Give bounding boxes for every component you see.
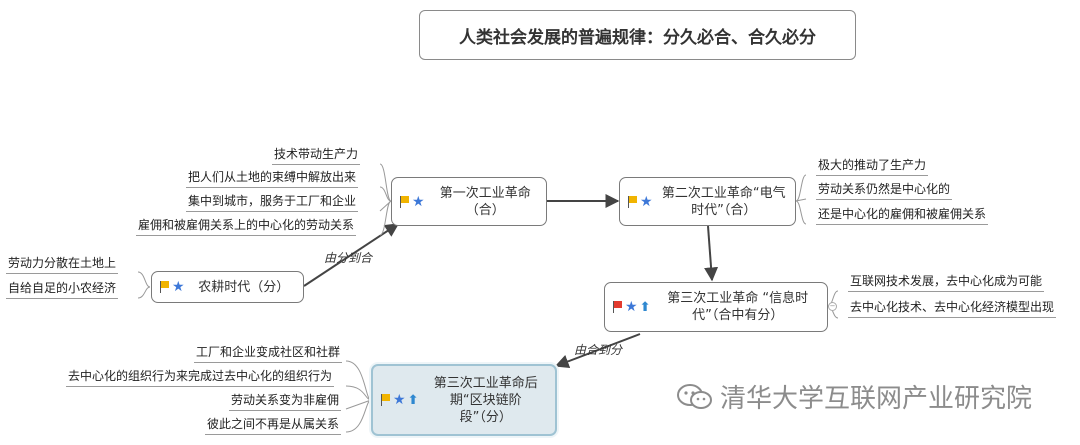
flag-icon <box>613 301 622 313</box>
node-icons: ★ <box>628 195 655 209</box>
node-icons: ★ <box>160 280 187 294</box>
node-label: 第三次工业革命后期“区块链阶段”（分） <box>433 375 538 425</box>
leaf-ind3-2[interactable]: 去中心化技术、去中心化经济模型出现 <box>848 300 1057 318</box>
leaf-ind1-2[interactable]: 把人们从土地的束缚中解放出来 <box>186 170 359 188</box>
agri-leaf-connectors <box>137 271 151 299</box>
arrow-ind3-to-ind3b <box>554 333 641 369</box>
node-icons: ★ ⬆ <box>381 393 418 407</box>
node-first-industrial-revolution[interactable]: ★ 第一次工业革命（合） <box>391 177 547 226</box>
leaf-ind3-1[interactable]: 互联网技术发展，去中心化成为可能 <box>848 274 1045 292</box>
flag-icon <box>628 195 637 208</box>
connector-label-unite-to-divide: 由合到分 <box>574 343 623 357</box>
arrow-agri-to-ind1 <box>303 223 400 287</box>
central-topic[interactable]: 人类社会发展的普遍规律：分久必合、合久必分 <box>419 10 856 60</box>
node-label: 第三次工业革命 “信息时代”（合中有分） <box>667 291 809 323</box>
leaf-ind2-1[interactable]: 极大的推动了生产力 <box>816 158 929 176</box>
node-icons: ★ <box>400 195 427 209</box>
collapse-toggle-icon[interactable]: − <box>828 302 837 311</box>
up-arrow-icon: ⬆ <box>407 392 419 408</box>
star-icon: ★ <box>412 193 425 210</box>
node-label: 第一次工业革命（合） <box>439 185 531 218</box>
flag-icon <box>160 281 169 293</box>
leaf-ind2-3[interactable]: 还是中心化的雇佣和被雇佣关系 <box>816 207 989 225</box>
flag-icon <box>400 195 409 208</box>
star-icon: ★ <box>393 392 406 408</box>
node-label: 第二次工业革命“电气时代”（合） <box>661 185 786 218</box>
star-icon: ★ <box>640 193 653 210</box>
leaf-ind2-2[interactable]: 劳动关系仍然是中心化的 <box>816 182 953 200</box>
watermark-text: 清华大学互联网产业研究院 <box>720 384 1033 414</box>
node-icons: ★ ⬆ <box>613 300 650 314</box>
watermark: 清华大学互联网产业研究院 <box>676 378 1032 415</box>
node-agricultural-era[interactable]: ★ 农耕时代（分） <box>151 271 304 303</box>
star-icon: ★ <box>172 279 185 295</box>
leaf-ind1-3[interactable]: 集中到城市，服务于工厂和企业 <box>186 194 359 212</box>
leaf-ind1-4[interactable]: 雇佣和被雇佣关系上的中心化的劳动关系 <box>136 218 357 236</box>
leaf-ind3b-1[interactable]: 工厂和企业变成社区和社群 <box>194 345 343 363</box>
wechat-icon <box>677 383 712 409</box>
ind3b-leaf-connectors <box>345 360 372 433</box>
node-third-industrial-revolution-later[interactable]: ★ ⬆ 第三次工业革命后期“区块链阶段”（分） <box>371 364 557 436</box>
leaf-ind1-1[interactable]: 技术带动生产力 <box>272 147 361 165</box>
central-topic-label: 人类社会发展的普遍规律：分久必合、合久必分 <box>459 27 816 48</box>
connector-label-divide-to-unite: 由分到合 <box>324 251 373 265</box>
ind1-leaf-connectors <box>379 163 392 236</box>
leaf-agri-1[interactable]: 劳动力分散在土地上 <box>6 256 119 274</box>
node-label: 农耕时代（分） <box>198 279 290 295</box>
leaf-ind3b-2[interactable]: 去中心化的组织行为来完成过去中心化的组织行为 <box>66 369 335 387</box>
node-third-industrial-revolution[interactable]: ★ ⬆ 第三次工业革命 “信息时代”（合中有分） <box>604 282 828 332</box>
leaf-agri-2[interactable]: 自给自足的小农经济 <box>6 281 119 299</box>
node-second-industrial-revolution[interactable]: ★ 第二次工业革命“电气时代”（合） <box>619 177 796 226</box>
leaf-ind3b-3[interactable]: 劳动关系变为非雇佣 <box>229 393 342 411</box>
flag-icon <box>381 394 390 406</box>
star-icon: ★ <box>625 299 638 315</box>
arrow-ind2-to-ind3 <box>704 225 719 282</box>
up-arrow-icon: ⬆ <box>639 299 651 315</box>
leaf-ind3b-4[interactable]: 彼此之间不再是从属关系 <box>205 417 342 435</box>
ind2-leaf-connectors <box>795 174 807 225</box>
